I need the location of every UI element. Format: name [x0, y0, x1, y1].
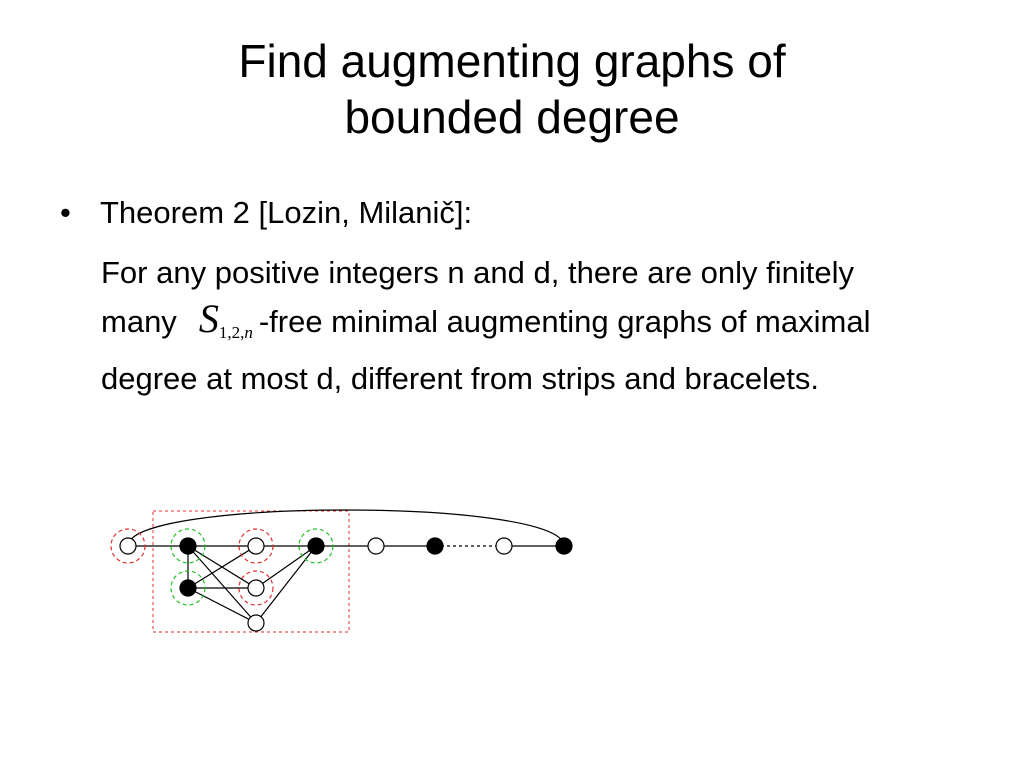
graph-vertex-white [247, 537, 265, 555]
subgraph-frame [152, 510, 350, 633]
math-formula: S1,2,n [199, 296, 253, 356]
vertex-highlight-green [170, 570, 206, 606]
vertex-highlights [110, 528, 334, 606]
graph-vertex-black [179, 579, 197, 597]
graph-vertex-black [555, 537, 573, 555]
slide-title: Find augmenting graphs of bounded degree [0, 33, 1024, 145]
diagram-edges [127, 509, 565, 624]
math-subscript-var: n [244, 323, 253, 342]
vertex-highlight-red [238, 528, 274, 564]
graph-vertex-black [307, 537, 325, 555]
bracelet-arc-edge [127, 509, 565, 547]
bullet-list: • Theorem 2 [Lozin, Milanič]: [60, 190, 960, 236]
vertex-highlight-green [298, 528, 334, 564]
graph-vertex-white [119, 537, 137, 555]
bullet-item: • Theorem 2 [Lozin, Milanič]: [60, 190, 960, 236]
graph-edge [187, 545, 257, 589]
graph-vertex-white [367, 537, 385, 555]
graph-edge [255, 545, 317, 589]
theorem-statement: For any positive integers n and d, there… [101, 250, 901, 402]
graph-vertex-black [426, 537, 444, 555]
graph-vertex-white [247, 614, 265, 632]
graph-vertex-black [179, 537, 197, 555]
vertex-highlight-red [110, 528, 146, 564]
bullet-marker: • [60, 195, 71, 230]
theorem-text-part-2: -free minimal augmenting graphs of maxim… [101, 304, 871, 396]
slide-title-line-1: Find augmenting graphs of [238, 35, 786, 87]
math-subscript: 1,2,n [219, 323, 253, 342]
theorem-text-part-1: For any positive integers n and d, there… [101, 255, 855, 339]
slide-title-line-2: bounded degree [344, 91, 680, 143]
vertex-highlight-green [170, 528, 206, 564]
vertex-highlight-red [238, 570, 274, 606]
graph-edge [187, 545, 257, 624]
graph-vertex-white [247, 579, 265, 597]
graph-edge [255, 545, 317, 624]
graph-edge [187, 587, 257, 624]
diagram-frames [152, 510, 350, 633]
theorem-label: Theorem 2 [Lozin, Milanič]: [100, 195, 473, 230]
graph-vertex-white [495, 537, 513, 555]
math-subscript-digits: 1,2, [218, 323, 245, 342]
diagram-vertices [119, 537, 573, 632]
math-symbol: S [198, 296, 219, 341]
